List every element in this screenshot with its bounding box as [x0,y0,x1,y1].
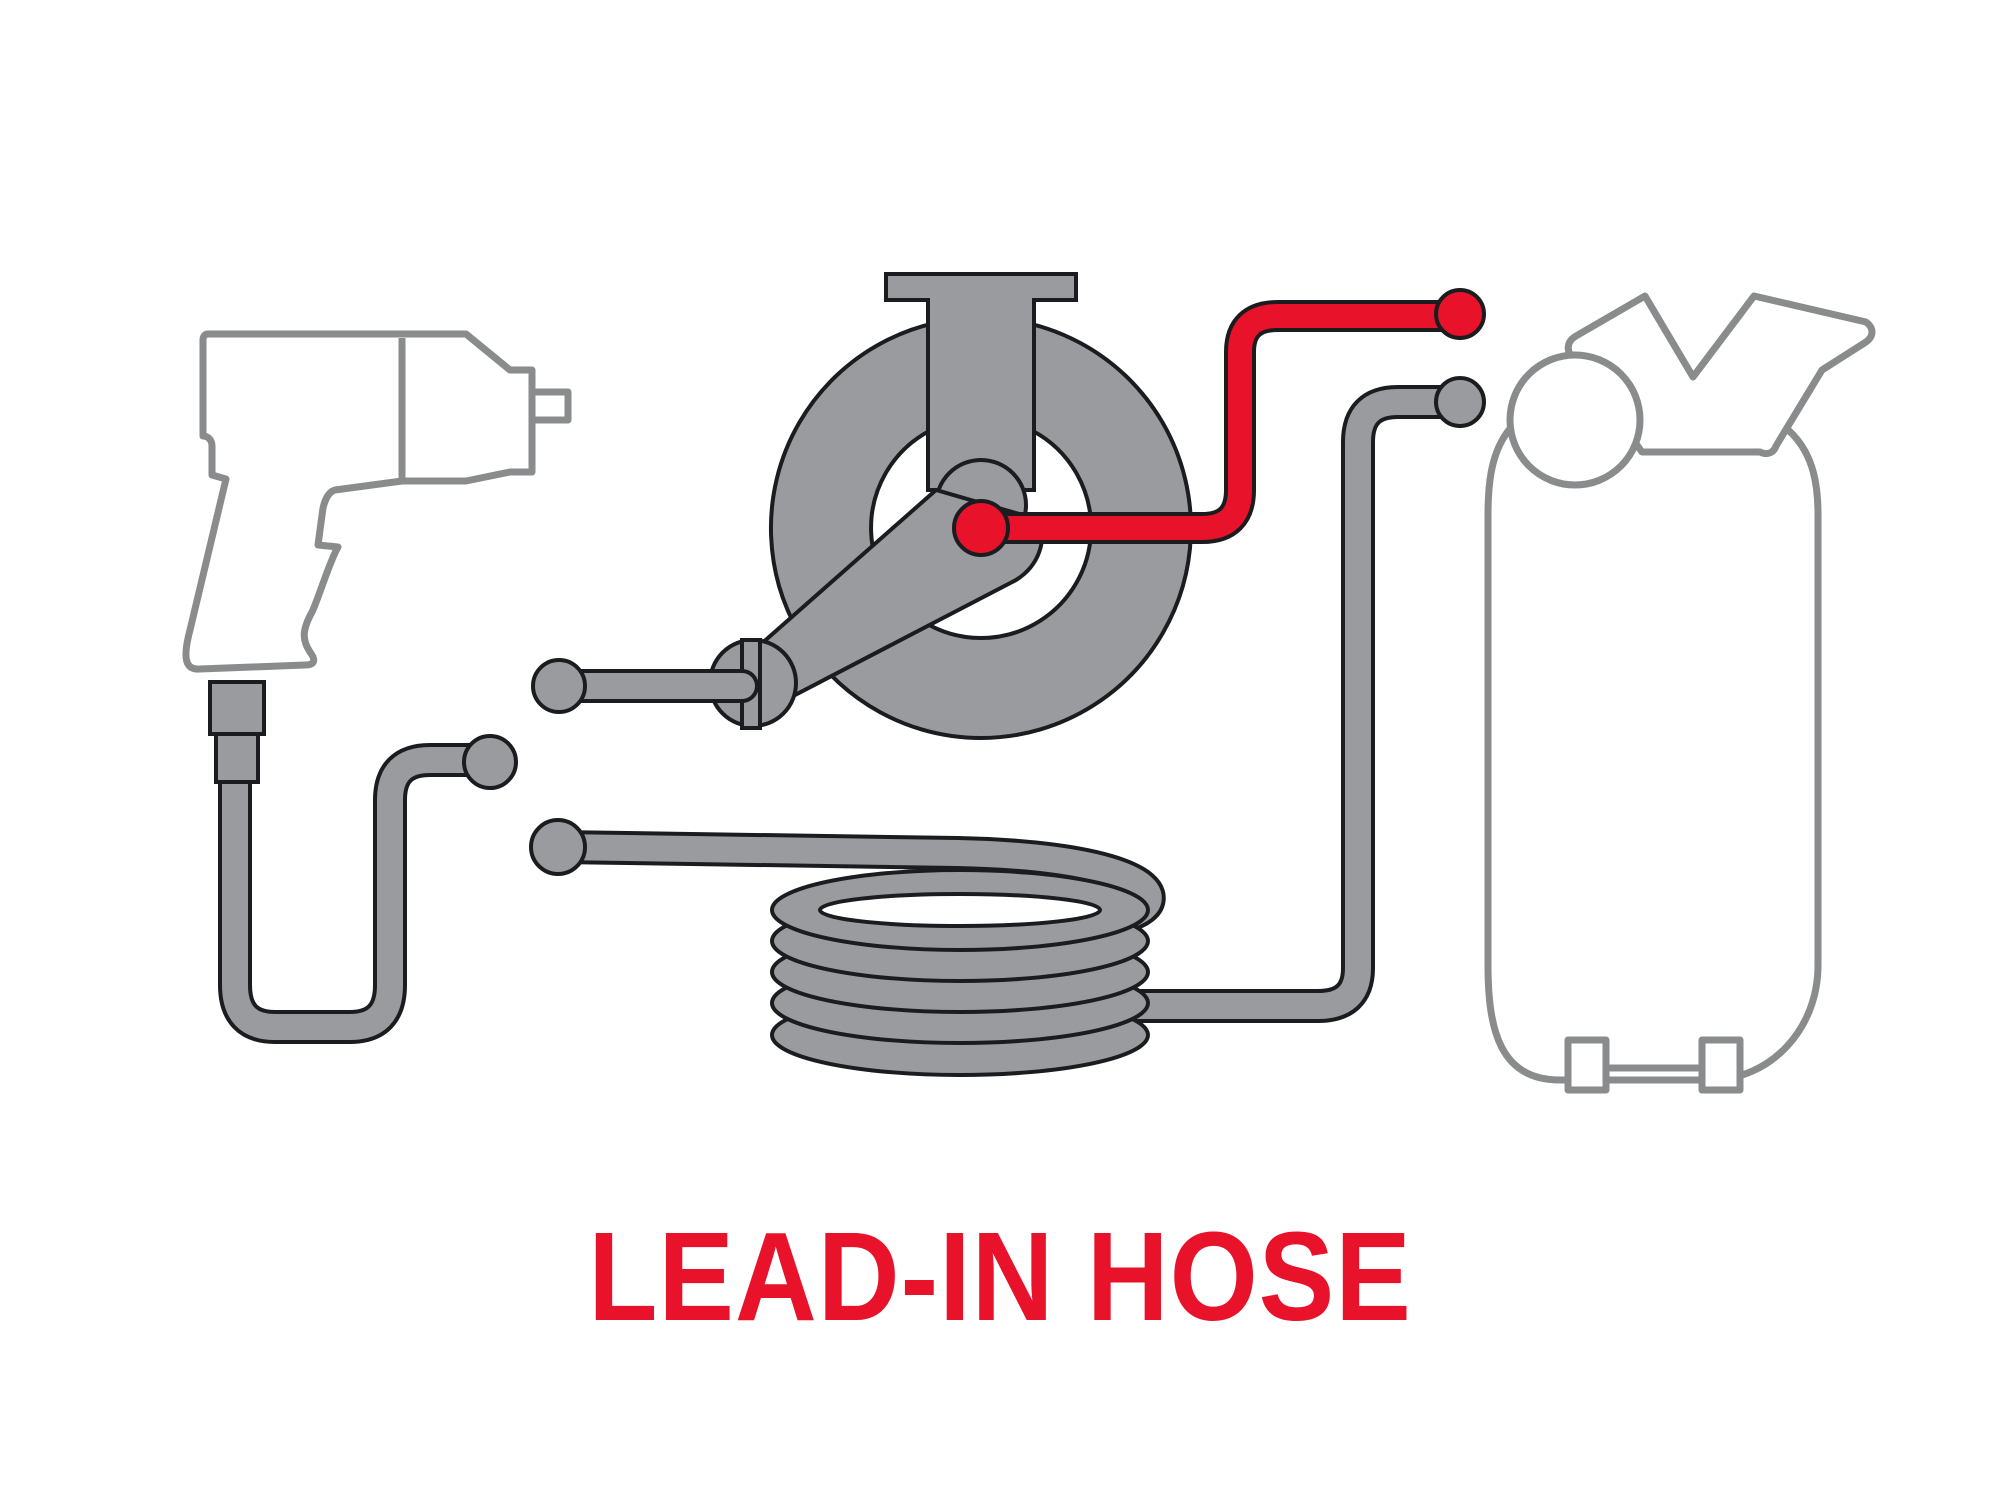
compressor-outlet-connector [1434,288,1486,340]
reel-outlet-hose [531,658,759,714]
diagram-caption: LEAD-IN HOSE [588,1206,1412,1347]
reel-inlet-connector [952,499,1010,557]
supply-hose [1083,376,1486,1023]
lead-in-hose [952,288,1486,557]
hose-reel-icon [708,272,1193,740]
impact-wrench-icon [182,330,572,673]
coiled-hose-icon [529,818,1166,1077]
compressor-tank-icon [1484,292,1876,1094]
tool-fitting [208,680,266,736]
tool-hose [208,680,518,1044]
